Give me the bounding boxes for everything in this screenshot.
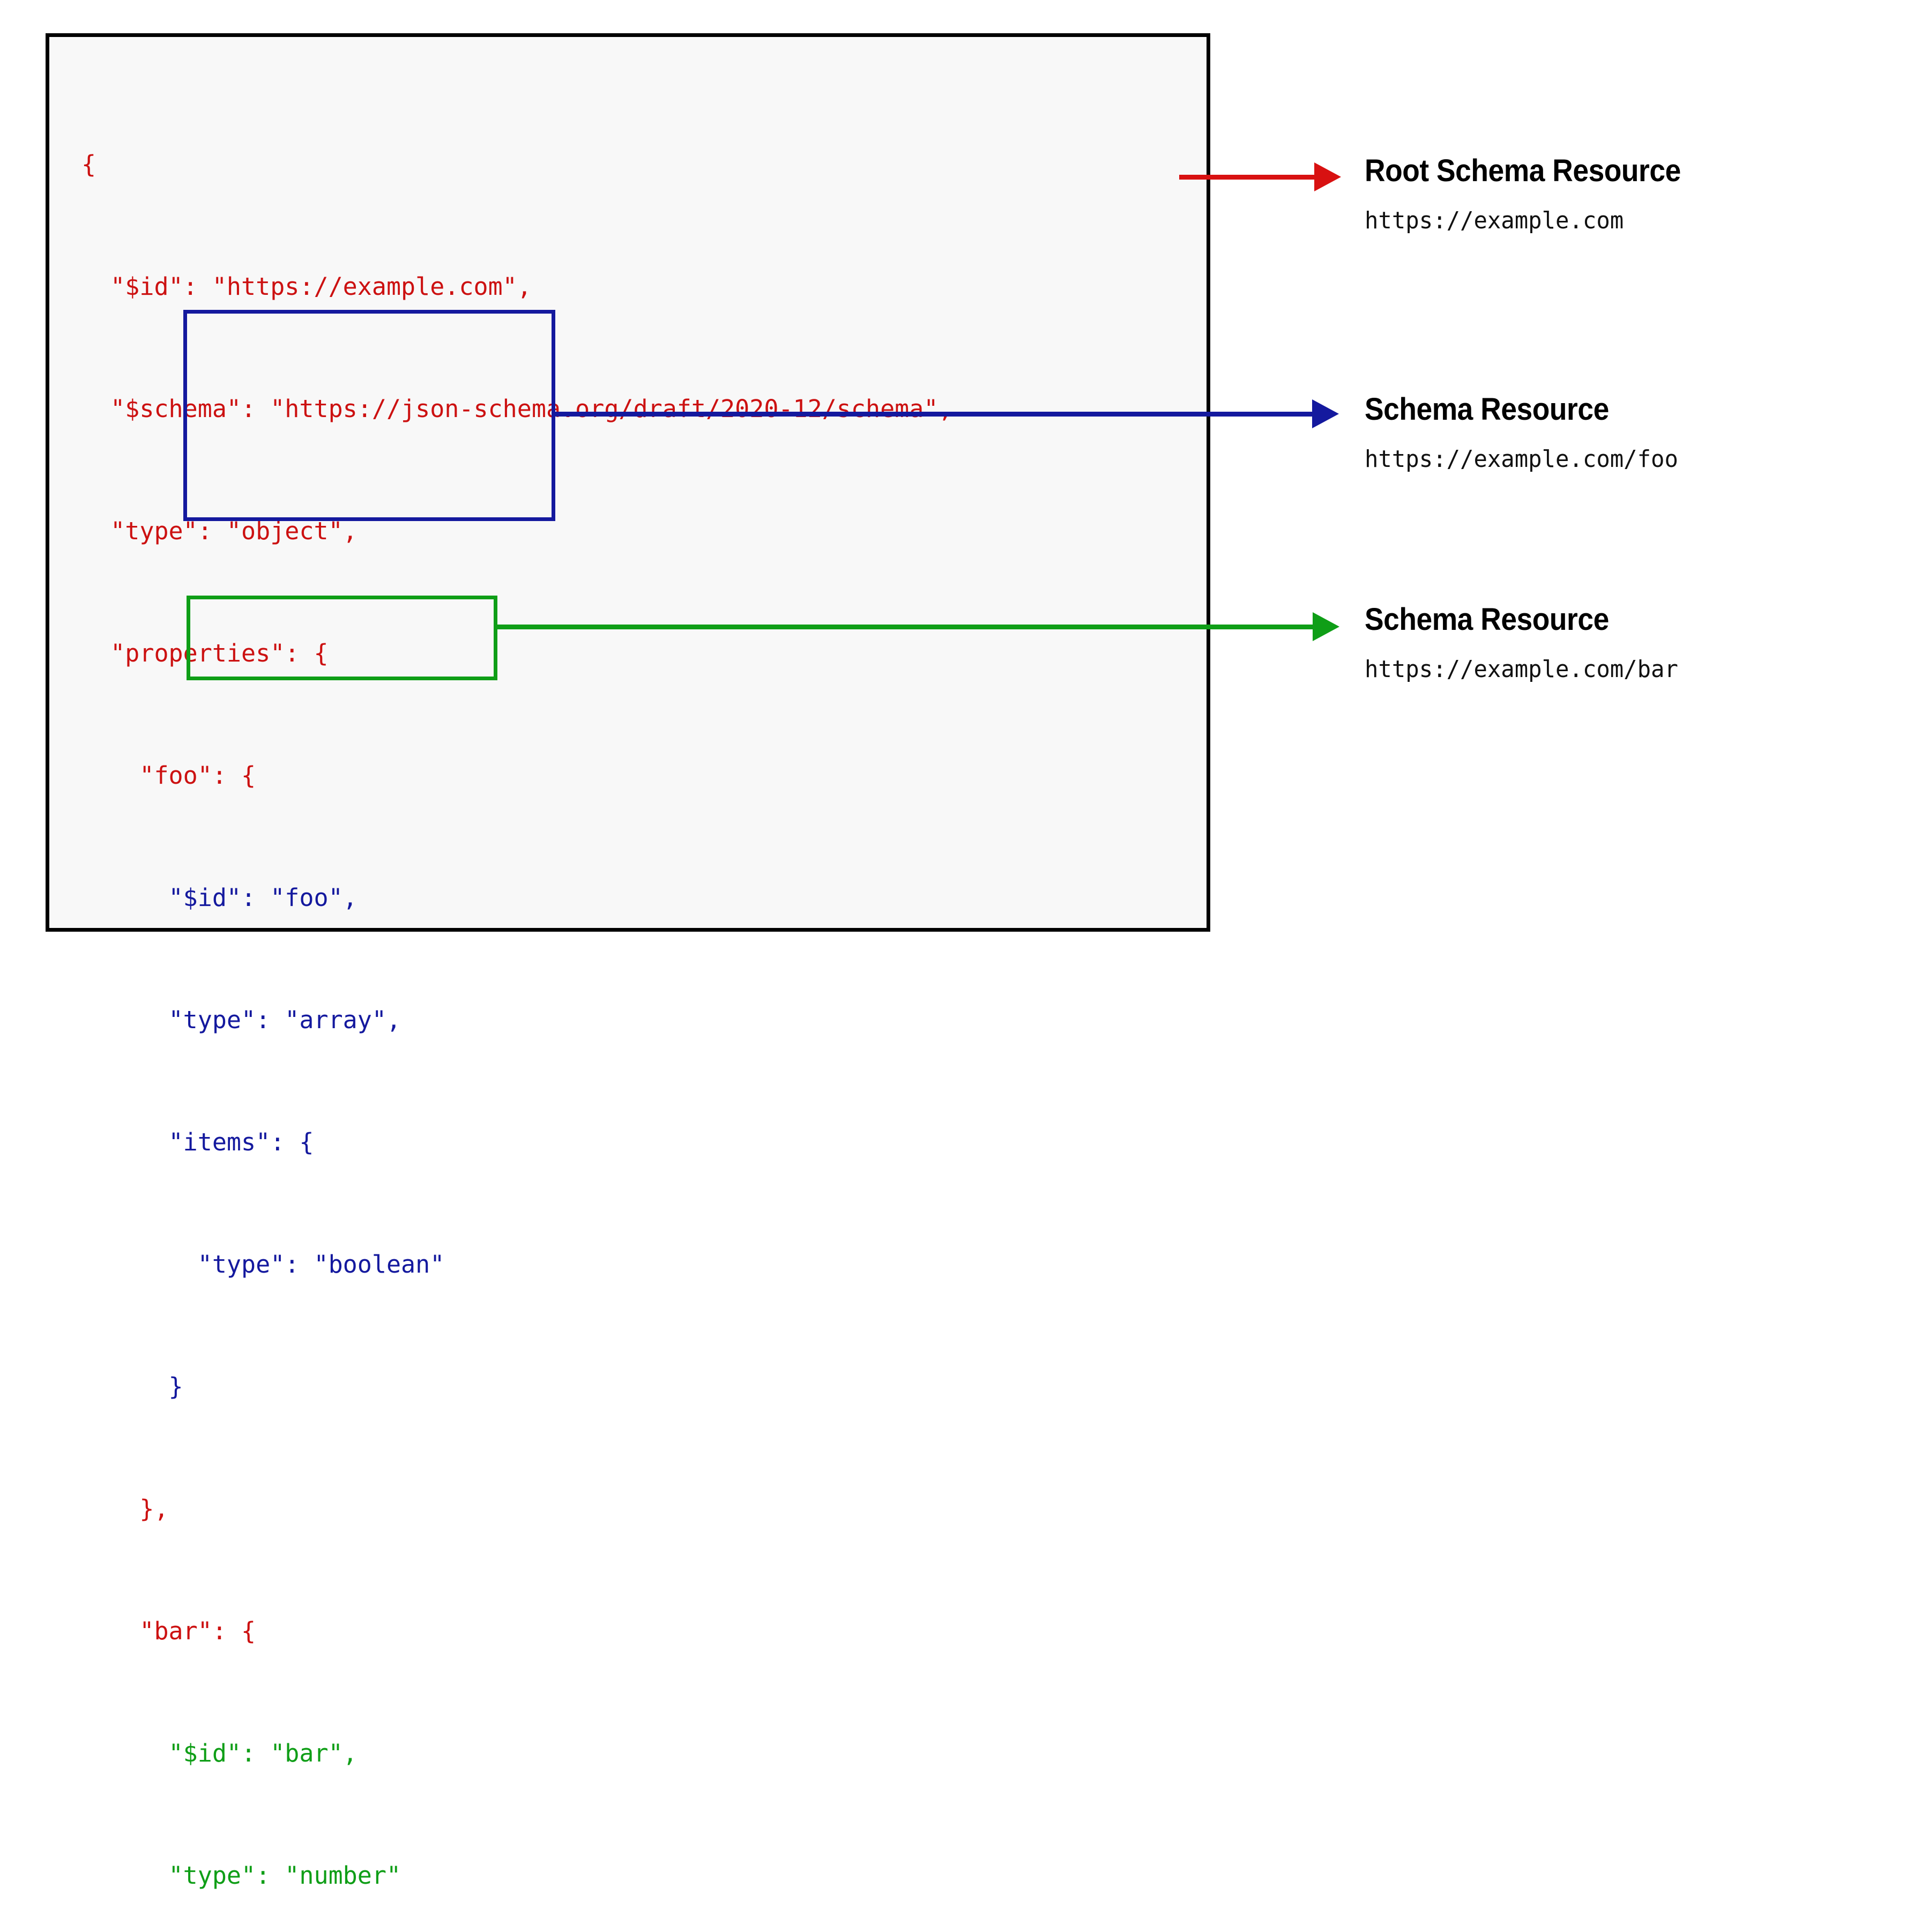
foo-arrow-line bbox=[555, 412, 1327, 417]
code-line: { bbox=[81, 150, 96, 179]
code-line: "$id": "https://example.com", bbox=[81, 272, 532, 301]
code-line: "$id": "foo", bbox=[81, 883, 358, 912]
code-line-schema: "$schema": "https://json-schema.org/draf… bbox=[81, 395, 953, 423]
bar-arrow-head-icon bbox=[1313, 612, 1339, 641]
code-line: "items": { bbox=[81, 1128, 314, 1156]
annotation-root: Root Schema Resource https://example.com bbox=[1365, 153, 1708, 234]
foo-arrow-head-icon bbox=[1312, 399, 1339, 428]
bar-arrow-line bbox=[496, 625, 1327, 629]
annotation-url: https://example.com/bar bbox=[1365, 656, 1678, 683]
annotation-title: Schema Resource bbox=[1365, 602, 1609, 637]
json-code-text: { "$id": "https://example.com", "$schema… bbox=[81, 63, 953, 1932]
code-line: }, bbox=[81, 1495, 169, 1523]
diagram-canvas: { "$id": "https://example.com", "$schema… bbox=[46, 33, 1708, 1890]
code-line: "$id": "bar", bbox=[81, 1739, 358, 1767]
annotation-title: Root Schema Resource bbox=[1365, 153, 1681, 188]
code-line-foo: "foo": { bbox=[81, 761, 256, 790]
code-line: "type": "number" bbox=[81, 1861, 401, 1890]
json-code-panel: { "$id": "https://example.com", "$schema… bbox=[46, 33, 1210, 1890]
code-line-bar: "bar": { bbox=[81, 1617, 256, 1645]
annotation-foo: Schema Resource https://example.com/foo bbox=[1365, 391, 1691, 473]
code-line: "type": "object", bbox=[81, 517, 358, 545]
code-line: } bbox=[81, 1372, 183, 1401]
code-line: "type": "boolean" bbox=[81, 1250, 445, 1279]
annotation-url: https://example.com/foo bbox=[1365, 445, 1678, 473]
root-arrow-line bbox=[1179, 175, 1329, 180]
code-line: "type": "array", bbox=[81, 1006, 401, 1034]
code-line: "properties": { bbox=[81, 639, 329, 667]
annotation-url: https://example.com bbox=[1365, 207, 1624, 234]
annotation-bar: Schema Resource https://example.com/bar bbox=[1365, 601, 1691, 683]
annotation-title: Schema Resource bbox=[1365, 392, 1609, 427]
root-arrow-head-icon bbox=[1314, 162, 1341, 191]
